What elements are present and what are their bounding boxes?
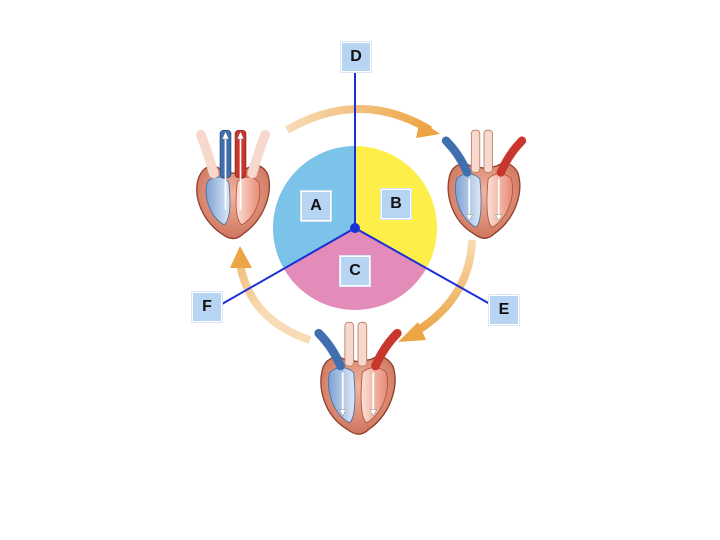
cycle-arrow-top [285,105,433,134]
cycle-arrowhead-left [230,246,252,268]
heart-atrial-systole-icon [197,130,270,238]
cycle-arrowhead-right [398,322,426,342]
cycle-arrow-left [236,263,312,344]
label-e: E [489,295,519,325]
cycle-arrowhead-top [416,120,440,138]
cycle-arrow-right [409,239,476,338]
center-point [350,223,360,233]
heart-diastole-icon [319,322,398,434]
heart-ventricular-systole-icon [446,130,522,238]
label-c: C [340,256,370,286]
label-a: A [301,191,331,221]
label-f: F [192,292,222,322]
label-b: B [381,189,411,219]
label-d: D [341,42,371,72]
leader-line-e [354,227,491,305]
leader-line-f [221,227,356,305]
